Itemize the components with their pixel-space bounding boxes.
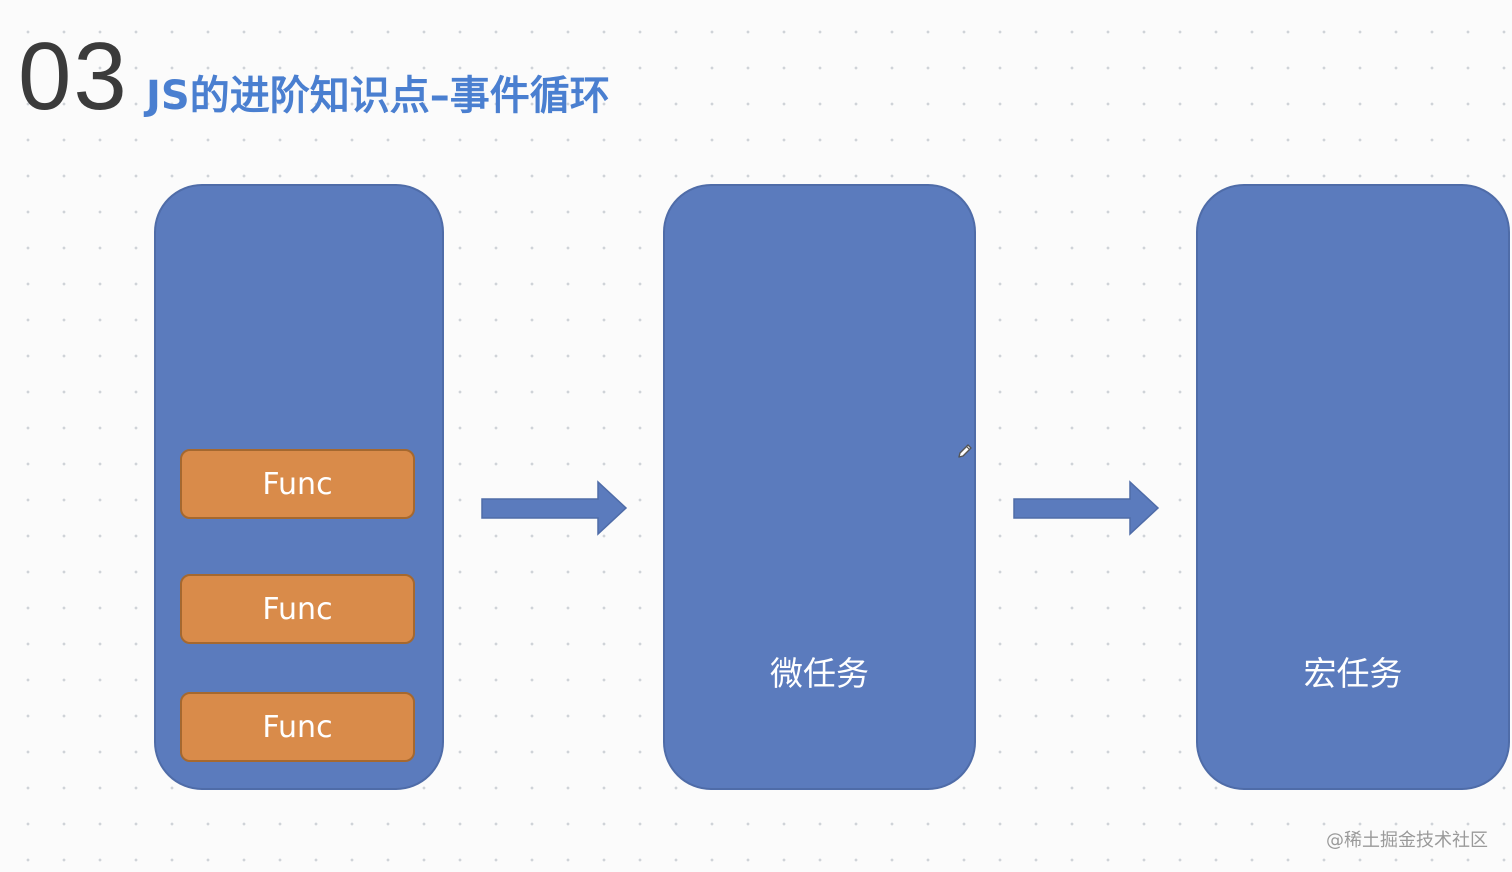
- right-arrow-icon: [481, 480, 628, 536]
- func-block: Func: [180, 449, 415, 519]
- pencil-cursor-icon: [958, 444, 972, 458]
- watermark: @稀土掘金技术社区: [1326, 830, 1488, 851]
- func-block: Func: [180, 574, 415, 644]
- slide-number: 03: [18, 23, 129, 130]
- microtask-panel: 微任务: [663, 184, 976, 790]
- macrotask-label: 宏任务: [1303, 654, 1403, 693]
- macrotask-panel: 宏任务: [1196, 184, 1510, 790]
- right-arrow-icon: [1013, 480, 1160, 536]
- microtask-label: 微任务: [770, 654, 869, 693]
- slide-title: JS的进阶知识点–事件循环: [146, 73, 610, 119]
- func-block: Func: [180, 692, 415, 762]
